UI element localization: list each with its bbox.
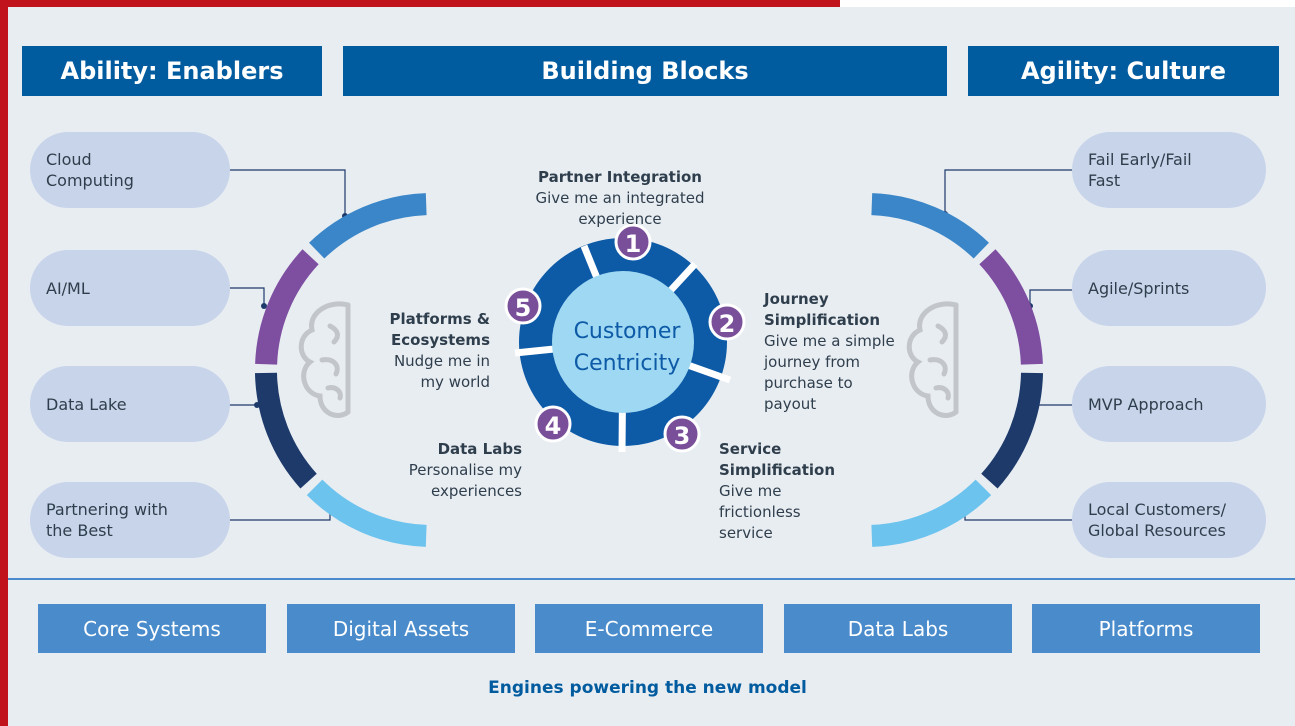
section-divider xyxy=(8,578,1295,580)
center-line2: Centricity xyxy=(574,351,680,376)
header-ability-enablers: Ability: Enablers xyxy=(22,46,322,96)
engine-core-systems: Core Systems xyxy=(38,604,266,653)
block-5-desc: Nudge me in my world xyxy=(393,352,490,391)
block-1-title: Partner Integration xyxy=(538,168,702,186)
brain-icon-left xyxy=(298,301,351,418)
left-arc-light xyxy=(306,479,427,547)
badge-5-number: 5 xyxy=(515,294,532,322)
block-2-desc: Give me a simple journey from purchase t… xyxy=(764,332,895,413)
block-3-desc: Give me frictionless service xyxy=(719,482,801,542)
brain-icon-right xyxy=(906,301,959,418)
badge-1-number: 1 xyxy=(625,230,642,258)
culture-fail-fast: Fail Early/Fail Fast xyxy=(1072,132,1266,208)
left-arc-blue xyxy=(309,193,427,259)
badge-2: 2 xyxy=(708,303,746,341)
engines-caption: Engines powering the new model xyxy=(488,678,807,698)
block-2-title: Journey Simplification xyxy=(764,290,881,329)
enabler-cloud-computing: Cloud Computing xyxy=(30,132,230,208)
header-agility-culture: Agility: Culture xyxy=(968,46,1279,96)
connector-agile xyxy=(1029,289,1072,306)
block-4-desc: Personalise my experiences xyxy=(408,461,522,500)
right-arc-light xyxy=(871,479,992,547)
left-arc-navy xyxy=(255,372,317,489)
culture-agile-sprints: Agile/Sprints xyxy=(1072,250,1266,326)
badge-5: 5 xyxy=(504,287,542,325)
badge-3: 3 xyxy=(663,415,701,453)
block-1-desc: Give me an integrated experience xyxy=(535,189,705,228)
connector-cloud xyxy=(212,169,346,216)
right-arc-navy xyxy=(981,372,1043,489)
enabler-data-lake: Data Lake xyxy=(30,366,230,442)
center-line1: Customer xyxy=(574,319,682,344)
left-arc xyxy=(255,193,427,547)
badge-3-number: 3 xyxy=(674,422,691,450)
engine-platforms: Platforms xyxy=(1032,604,1260,653)
badge-4: 4 xyxy=(534,405,572,443)
top-accent-bar xyxy=(0,0,840,7)
left-accent-line xyxy=(0,0,8,726)
header-building-blocks: Building Blocks xyxy=(343,46,947,96)
engine-digital-assets: Digital Assets xyxy=(287,604,515,653)
connector-local xyxy=(964,510,1072,521)
engine-data-labs: Data Labs xyxy=(784,604,1012,653)
enabler-ai-ml: AI/ML xyxy=(30,250,230,326)
block-4-title: Data Labs xyxy=(437,440,522,458)
block-3-title: Service Simplification xyxy=(719,440,836,479)
enabler-partnering: Partnering with the Best xyxy=(30,482,230,558)
badge-2-number: 2 xyxy=(719,310,736,338)
right-arc-blue xyxy=(871,193,989,259)
customer-centricity-core xyxy=(552,271,694,413)
connector-fail xyxy=(944,169,1072,214)
block-5-title: Platforms & Ecosystems xyxy=(389,310,490,349)
right-arc-purple xyxy=(979,249,1043,365)
left-arc-purple xyxy=(255,249,319,365)
badge-4-number: 4 xyxy=(545,412,562,440)
badge-1: 1 xyxy=(614,223,652,261)
right-arc xyxy=(871,193,1043,547)
culture-mvp-approach: MVP Approach xyxy=(1072,366,1266,442)
culture-local-global: Local Customers/ Global Resources xyxy=(1072,482,1266,558)
engine-e-commerce: E-Commerce xyxy=(535,604,763,653)
